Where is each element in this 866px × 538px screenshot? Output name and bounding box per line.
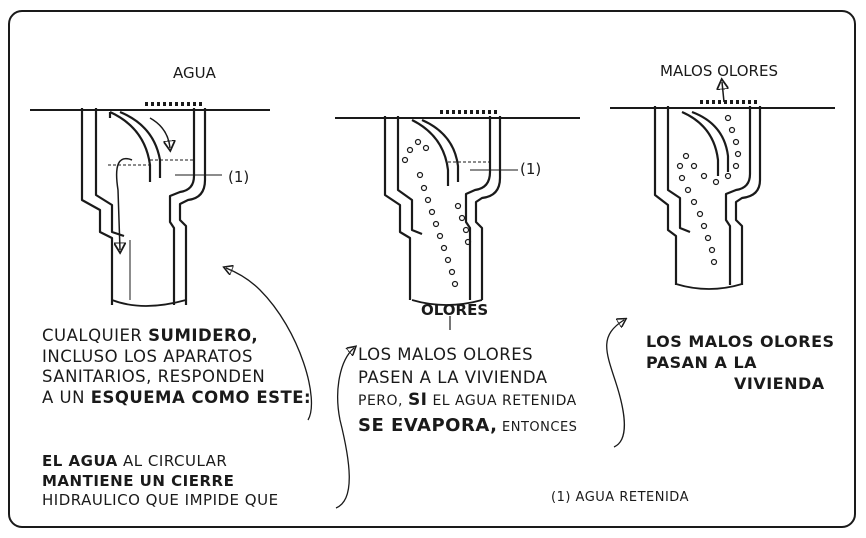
label-retained-water-marker-2: (1)	[520, 160, 542, 178]
trap-diagram-1	[30, 102, 270, 307]
trap-diagram-3	[610, 82, 835, 290]
label-retained-water-marker-1: (1)	[228, 168, 250, 186]
trap-diagram-2	[335, 110, 580, 330]
drawing-frame	[8, 10, 856, 528]
caption-left-lower: EL AGUA AL CIRCULAR MANTIENE UN CIERRE H…	[42, 452, 279, 509]
caption-left: CUALQUIER SUMIDERO, INCLUSO LOS APARATOS…	[42, 326, 312, 407]
connector-arrows	[226, 268, 624, 509]
footnote-retained-water: (1) AGUA RETENIDA	[551, 490, 689, 505]
caption-right: LOS MALOS OLORES PASAN A LA VIVIENDA	[646, 332, 835, 393]
label-agua: AGUA	[173, 64, 216, 82]
caption-middle: LOS MALOS OLORES PASEN A LA VIVIENDA PER…	[358, 345, 578, 436]
label-malos-olores: MALOS OLORES	[660, 62, 778, 80]
label-olores: OLORES	[421, 301, 489, 319]
